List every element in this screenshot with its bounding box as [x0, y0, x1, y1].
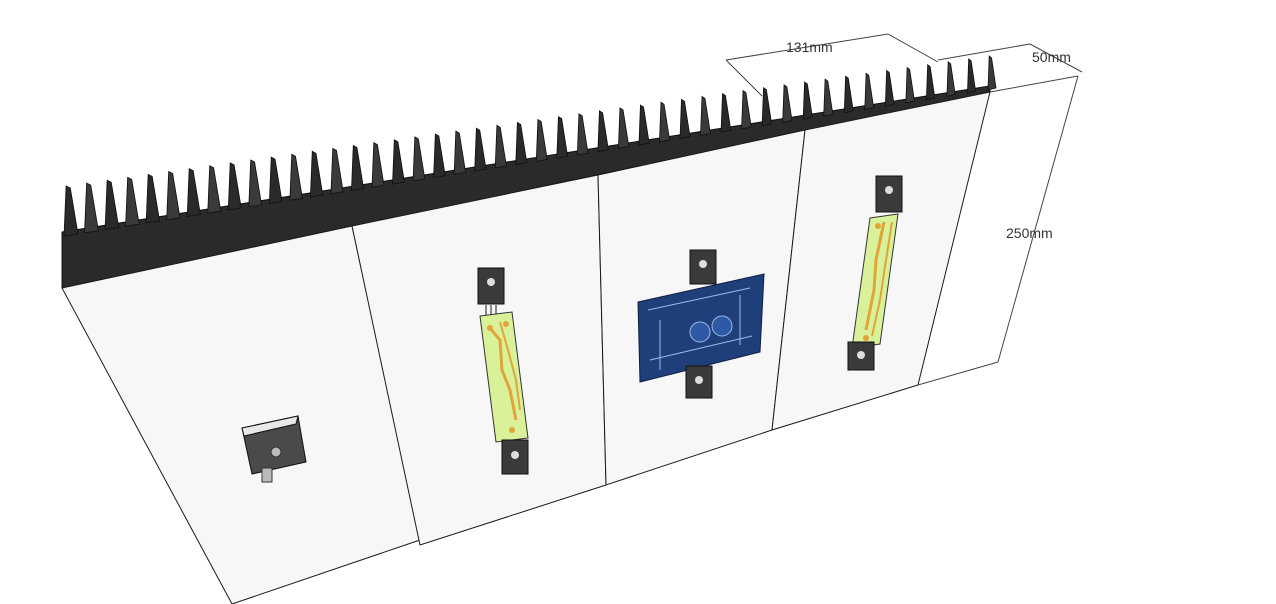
dimension-height	[917, 75, 1079, 386]
fin-tooth	[905, 66, 915, 104]
dimension-width-label: 131mm	[786, 39, 833, 55]
fin-tooth	[186, 168, 201, 218]
fin-tooth	[679, 98, 691, 140]
dimension-width	[725, 33, 939, 97]
dimension-height-label: 250mm	[1006, 225, 1053, 241]
driver-board-left	[477, 267, 529, 475]
fin-tooth	[659, 101, 671, 143]
fin-tooth	[474, 127, 487, 172]
fin-tooth	[248, 159, 263, 208]
fin-tooth	[782, 84, 793, 123]
heatsink-fins	[61, 55, 997, 289]
fin-tooth	[166, 170, 181, 221]
fin-tooth	[556, 115, 569, 159]
fin-tooth	[227, 162, 242, 211]
fin-tooth	[535, 118, 548, 162]
amplifier-board	[637, 249, 765, 399]
driver-board-right	[847, 175, 903, 371]
fin-tooth	[351, 144, 365, 192]
dimension-depth-label: 50mm	[1032, 49, 1071, 65]
fin-tooth	[289, 153, 303, 201]
fin-tooth	[741, 89, 752, 130]
fin-tooth	[145, 173, 161, 224]
fin-tooth	[330, 147, 344, 195]
fin-tooth	[515, 121, 528, 166]
fin-tooth	[864, 72, 875, 110]
fin-tooth	[453, 130, 467, 175]
fin-tooth	[433, 133, 446, 179]
fin-tooth	[104, 179, 120, 230]
fin-tooth	[967, 58, 977, 94]
fin-tooth	[946, 60, 956, 98]
fin-tooth	[700, 95, 711, 136]
fin-tooth	[925, 63, 936, 101]
fin-tooth	[207, 165, 222, 214]
fin-tooth	[761, 87, 773, 127]
fin-tooth	[371, 142, 385, 188]
dimension-depth	[937, 43, 1083, 73]
fin-tooth	[63, 185, 79, 237]
fin-tooth	[617, 107, 630, 149]
fin-teeth	[63, 55, 997, 237]
fin-tooth	[802, 81, 813, 120]
fin-tooth	[987, 55, 997, 91]
fin-tooth	[84, 182, 99, 234]
fin-tooth	[597, 110, 609, 153]
fin-tooth	[576, 113, 589, 156]
fin-tooth	[392, 139, 405, 185]
fin-tooth	[843, 75, 854, 114]
fin-tooth	[268, 156, 283, 205]
fin-tooth	[125, 176, 140, 227]
fin-tooth	[494, 124, 507, 169]
fin-tooth	[720, 92, 732, 133]
fin-tooth	[884, 69, 895, 107]
fin-tooth	[309, 150, 324, 198]
bridge-rectifier	[241, 415, 307, 483]
fin-tooth	[412, 136, 426, 182]
fin-tooth	[638, 104, 650, 146]
fin-tooth	[823, 78, 834, 117]
